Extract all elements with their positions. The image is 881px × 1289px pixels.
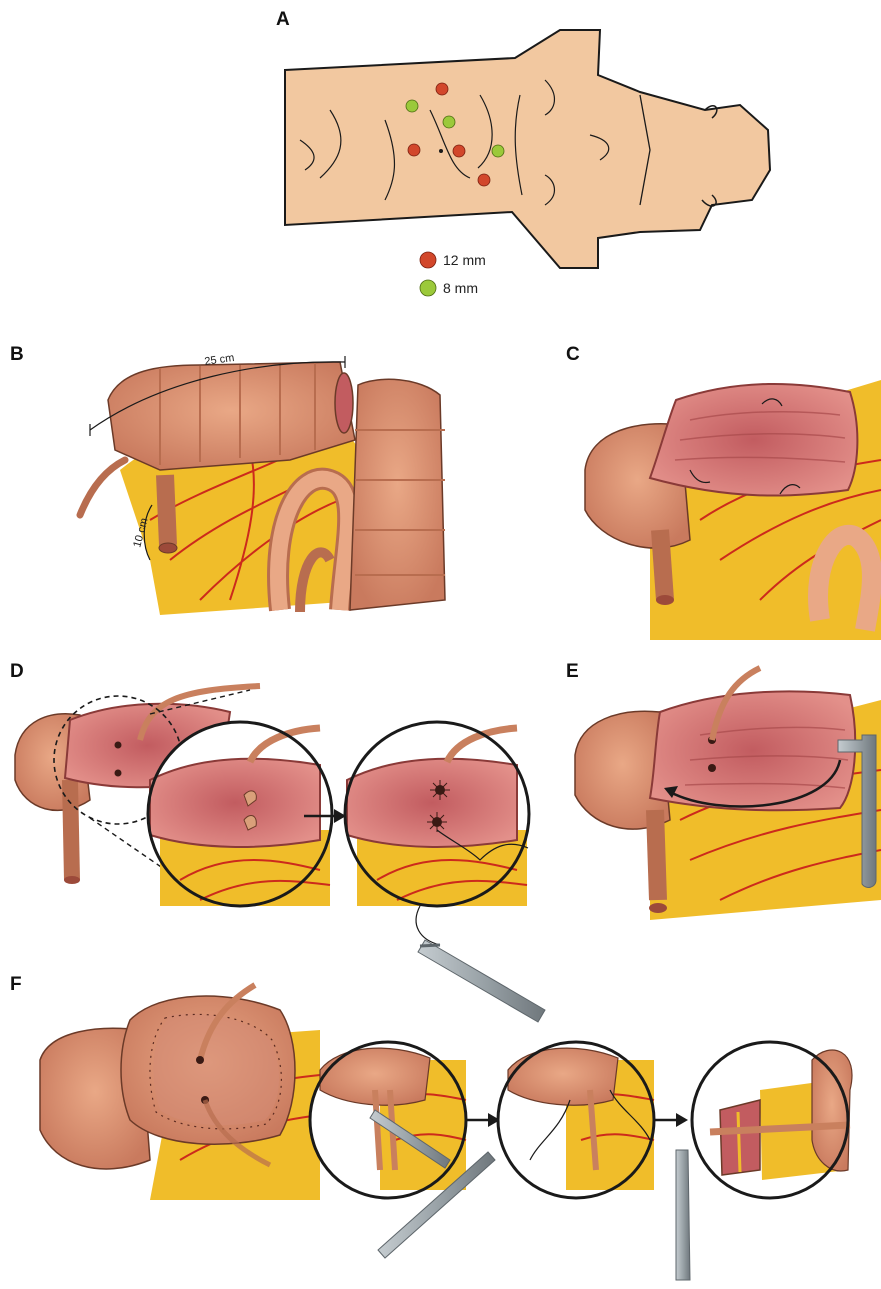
legend-label-8mm: 8 mm: [443, 280, 478, 296]
enterotomy: [115, 742, 122, 749]
port-12mm: [408, 144, 420, 156]
ileum: [655, 810, 658, 900]
panel-b: B 25 cm: [10, 344, 445, 615]
port-12mm: [478, 174, 490, 186]
ileum: [70, 780, 72, 880]
legend: 12 mm 8 mm: [420, 252, 486, 296]
panel-b-label: B: [10, 344, 24, 365]
ileum-end: [159, 475, 177, 553]
transected-end: [335, 373, 353, 433]
magnifier-3: [310, 1042, 466, 1198]
panel-d-label: D: [10, 661, 24, 682]
needle-driver: [676, 1150, 690, 1280]
opened-colon-mucosa: [650, 384, 857, 496]
opened-colon: [650, 691, 855, 810]
port-8mm: [406, 100, 418, 112]
panel-a: A 12 mm: [276, 9, 770, 296]
legend-swatch-12mm: [420, 252, 436, 268]
magnifier-5: [692, 1042, 852, 1198]
magnifier-2: [345, 722, 529, 906]
panel-e-label: E: [566, 661, 579, 682]
patient-torso: [285, 30, 770, 268]
ileum: [660, 530, 665, 600]
ileum-end: [656, 595, 674, 605]
magnifier-1: [148, 722, 332, 906]
panel-f: F: [10, 974, 852, 1280]
port-8mm: [443, 116, 455, 128]
panel-d: D: [10, 661, 545, 1022]
panel-a-label: A: [276, 9, 290, 30]
ascending-colon: [350, 379, 445, 610]
panel-c: C: [566, 344, 881, 640]
step-arrow: [466, 1113, 500, 1127]
panel-c-label: C: [566, 344, 580, 365]
needle-driver: [418, 940, 545, 1022]
appendix: [80, 460, 125, 515]
enterotomy: [708, 764, 716, 772]
port-8mm: [492, 145, 504, 157]
magnifier-4: [498, 1042, 654, 1198]
panel-e: E: [566, 661, 881, 920]
ileum-end: [64, 876, 80, 884]
ileum-end: [649, 903, 667, 913]
step-arrow: [654, 1113, 688, 1127]
legend-swatch-8mm: [420, 280, 436, 296]
port-12mm: [453, 145, 465, 157]
enterotomy: [115, 770, 122, 777]
legend-label-12mm: 12 mm: [443, 252, 486, 268]
panel-f-label: F: [10, 974, 22, 995]
port-12mm: [436, 83, 448, 95]
